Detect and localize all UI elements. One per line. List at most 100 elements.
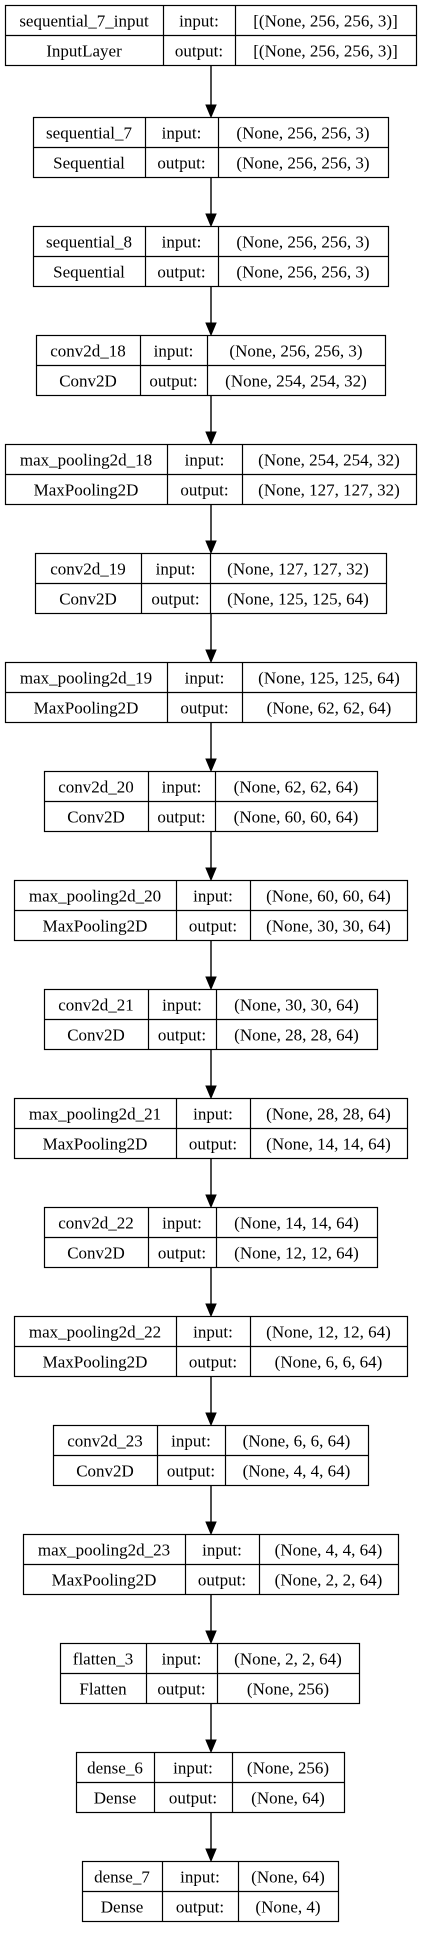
output-shape: (None, 4, 4, 64) <box>243 1462 351 1481</box>
output-label: output: <box>158 1026 206 1045</box>
input-label: input: <box>202 1541 242 1560</box>
output-shape: (None, 30, 30, 64) <box>266 917 391 936</box>
input-shape: (None, 62, 62, 64) <box>234 778 359 797</box>
output-label: output: <box>151 590 199 609</box>
layer-name: max_pooling2d_19 <box>20 669 152 688</box>
input-label: input: <box>193 1105 233 1124</box>
output-label: output: <box>198 1571 246 1590</box>
input-label: input: <box>179 12 219 31</box>
layer-name: conv2d_20 <box>58 778 134 797</box>
input-shape: (None, 125, 125, 64) <box>258 669 400 688</box>
layer-type: Conv2D <box>67 1244 125 1263</box>
input-label: input: <box>162 1214 202 1233</box>
layer-type: Conv2D <box>59 372 117 391</box>
connection-arrow <box>205 505 217 555</box>
connection-arrow <box>205 287 217 337</box>
input-label: input: <box>173 1759 213 1778</box>
connection-arrow <box>205 66 217 119</box>
layer-name: conv2d_23 <box>67 1432 143 1451</box>
input-label: input: <box>162 1650 202 1669</box>
output-label: output: <box>180 699 228 718</box>
output-shape: (None, 14, 14, 64) <box>266 1135 391 1154</box>
input-shape: (None, 254, 254, 32) <box>258 451 400 470</box>
layer-type: MaxPooling2D <box>52 1571 157 1590</box>
layer-node: sequential_8Sequentialinput:output:(None… <box>32 225 390 288</box>
output-shape: (None, 2, 2, 64) <box>275 1571 383 1590</box>
input-label: input: <box>154 342 194 361</box>
edges-layer <box>205 66 217 1863</box>
input-shape: (None, 256, 256, 3) <box>229 342 362 361</box>
input-shape: [(None, 256, 256, 3)] <box>253 12 397 31</box>
connection-arrow <box>205 1159 217 1209</box>
layer-name: conv2d_19 <box>50 560 126 579</box>
layer-type: Dense <box>101 1898 143 1917</box>
output-label: output: <box>189 1135 237 1154</box>
input-label: input: <box>162 124 202 143</box>
output-shape: (None, 12, 12, 64) <box>234 1244 359 1263</box>
layer-name: max_pooling2d_23 <box>38 1541 170 1560</box>
input-shape: (None, 6, 6, 64) <box>243 1432 351 1451</box>
layer-type: Dense <box>94 1789 136 1808</box>
input-shape: (None, 2, 2, 64) <box>234 1650 342 1669</box>
layer-name: sequential_7 <box>46 124 132 143</box>
layer-name: conv2d_18 <box>50 342 126 361</box>
output-label: output: <box>157 1680 205 1699</box>
connection-arrow <box>205 396 217 446</box>
nodes-layer: sequential_7_inputInputLayerinput:output… <box>4 4 418 1923</box>
connection-arrow <box>205 178 217 228</box>
layer-node: max_pooling2d_18MaxPooling2Dinput:output… <box>4 443 418 506</box>
connection-arrow <box>205 1595 217 1645</box>
output-shape: (None, 254, 254, 32) <box>225 372 367 391</box>
layer-type: MaxPooling2D <box>43 1353 148 1372</box>
input-label: input: <box>185 451 225 470</box>
output-label: output: <box>175 42 223 61</box>
connection-arrow <box>205 614 217 664</box>
output-shape: (None, 4) <box>255 1898 320 1917</box>
input-shape: (None, 30, 30, 64) <box>234 996 359 1015</box>
input-shape: (None, 14, 14, 64) <box>234 1214 359 1233</box>
layer-type: InputLayer <box>46 42 122 61</box>
layer-name: max_pooling2d_20 <box>29 887 161 906</box>
output-label: output: <box>176 1898 224 1917</box>
connection-arrow <box>205 723 217 773</box>
output-label: output: <box>180 481 228 500</box>
layer-type: MaxPooling2D <box>34 699 139 718</box>
output-shape: (None, 256, 256, 3) <box>236 263 369 282</box>
input-shape: (None, 4, 4, 64) <box>275 1541 383 1560</box>
connection-arrow <box>205 941 217 991</box>
layer-name: max_pooling2d_21 <box>29 1105 161 1124</box>
layer-node: max_pooling2d_21MaxPooling2Dinput:output… <box>13 1097 409 1160</box>
output-label: output: <box>157 154 205 173</box>
connection-arrow <box>205 1486 217 1536</box>
output-shape: (None, 64) <box>251 1789 325 1808</box>
output-shape: (None, 60, 60, 64) <box>234 808 359 827</box>
output-label: output: <box>169 1789 217 1808</box>
layer-type: Conv2D <box>67 1026 125 1045</box>
output-shape: (None, 28, 28, 64) <box>234 1026 359 1045</box>
layer-type: Sequential <box>53 154 125 173</box>
input-shape: (None, 127, 127, 32) <box>227 560 369 579</box>
input-label: input: <box>162 778 202 797</box>
layer-name: conv2d_22 <box>58 1214 134 1233</box>
input-label: input: <box>162 996 202 1015</box>
connection-arrow <box>205 1377 217 1427</box>
output-label: output: <box>167 1462 215 1481</box>
layer-node: sequential_7_inputInputLayerinput:output… <box>4 4 418 67</box>
output-shape: (None, 127, 127, 32) <box>258 481 400 500</box>
output-label: output: <box>157 808 205 827</box>
output-label: output: <box>189 1353 237 1372</box>
input-label: input: <box>185 669 225 688</box>
input-shape: (None, 28, 28, 64) <box>266 1105 391 1124</box>
layer-type: Conv2D <box>67 808 125 827</box>
layer-name: flatten_3 <box>73 1650 133 1669</box>
